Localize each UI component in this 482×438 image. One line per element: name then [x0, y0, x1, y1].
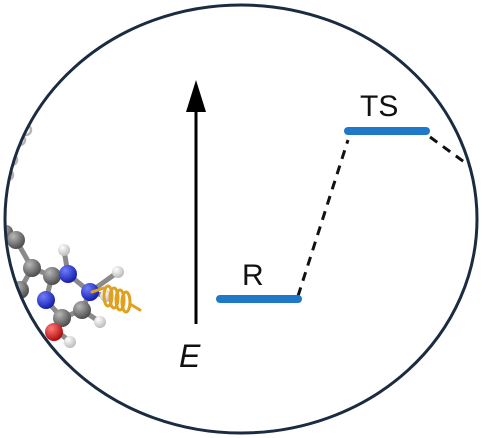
path-segment-ts-p: [429, 135, 477, 177]
state-label-ts: TS: [360, 90, 398, 123]
energy-axis: [186, 80, 206, 324]
frame-content: E R TS: [5, 80, 477, 374]
path-segment-r-ts: [296, 139, 350, 297]
circle-frame: [3, 3, 479, 435]
reaction-path: [296, 135, 477, 297]
energy-axis-arrowhead: [186, 80, 206, 112]
energy-axis-label: E: [179, 338, 201, 374]
molecule-model: [5, 123, 142, 348]
vibration-spring-icon: [90, 284, 142, 314]
state-label-r: R: [242, 259, 264, 292]
molecule-atoms: [5, 225, 124, 348]
